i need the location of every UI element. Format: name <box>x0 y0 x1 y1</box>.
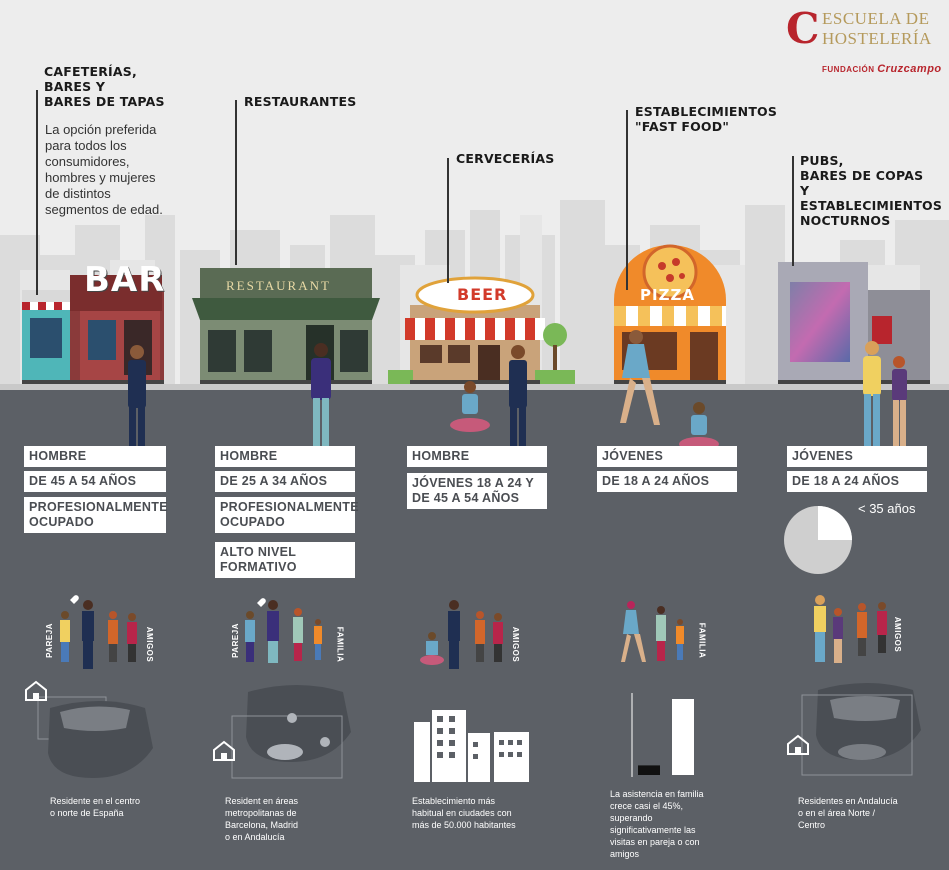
tag-fastfood-segment: JÓVENES <box>597 446 737 467</box>
caption-pubs: Residentes en Andalucía o en el área Nor… <box>798 796 898 830</box>
mini-bar-chart <box>631 693 694 777</box>
tag-cafeterias-age: DE 45 A 54 AÑOS <box>24 471 166 492</box>
logo-line-2: HOSTELERÍA <box>822 29 932 48</box>
woman-walking-figure <box>620 330 660 425</box>
mini-bar-family <box>672 699 694 775</box>
man-suit-figure-1 <box>128 345 146 457</box>
man-casual-figure <box>311 343 331 454</box>
pin-line-pubs <box>792 156 794 266</box>
logo-foundation: FUNDACIÓN Cruzcampo <box>822 63 942 75</box>
bar-building <box>22 275 164 386</box>
tag-cervecerias-gender: HOMBRE <box>407 446 547 467</box>
man-suit-figure-2 <box>509 345 527 457</box>
tag-cafeterias-occupation: PROFESIONALMENTE OCUPADO <box>24 497 168 533</box>
pie-slice-rest <box>818 506 852 540</box>
seated-reader-figure-1 <box>450 381 490 432</box>
tag-restaurantes-education: ALTO NIVEL FORMATIVO <box>215 542 355 578</box>
title-fastfood: Establecimientos "Fast Food" <box>635 104 778 134</box>
tag-pubs-age: DE 18 A 24 AÑOS <box>787 471 927 492</box>
tag-cafeterias-gender: HOMBRE <box>24 446 166 467</box>
tag-fastfood-age: DE 18 A 24 AÑOS <box>597 471 737 492</box>
buildings-icon <box>414 710 529 782</box>
tag-cervecerias-age: JÓVENES 18 A 24 Y DE 45 A 54 AÑOS <box>407 473 547 509</box>
restaurant-building <box>192 268 380 386</box>
title-cafeterias: Cafeterías, bares y bares de tapas <box>44 64 165 109</box>
house-icon-5 <box>787 734 809 755</box>
spain-map-1 <box>37 696 153 778</box>
pin-line-cervecerias <box>447 158 449 283</box>
pizza-sign: PIZZA <box>640 286 695 304</box>
pin-line-restaurantes <box>235 100 237 265</box>
restaurant-sign: RESTAURANT <box>226 278 331 293</box>
house-icon-1 <box>25 680 47 701</box>
spain-map-2 <box>231 685 351 779</box>
spain-map-5 <box>801 683 921 776</box>
beer-sign: BEER <box>457 285 508 304</box>
tag-restaurantes-occupation: PROFESIONALMENTE OCUPADO <box>215 497 359 533</box>
tag-restaurantes-age: DE 25 A 34 AÑOS <box>215 471 355 492</box>
logo-line-1: ESCUELA DE <box>822 9 930 28</box>
pin-line-fastfood <box>626 110 628 290</box>
mini-bar-other <box>638 765 660 775</box>
caption-cervecerias: Establecimiento más habitual en ciudades… <box>412 796 516 830</box>
title-pubs: Pubs, bares de copas y establecimientos … <box>800 153 943 228</box>
pin-line-cafeterias <box>36 90 38 295</box>
tag-pubs-segment: JÓVENES <box>787 446 927 467</box>
pie-label: < 35 años <box>858 501 916 516</box>
street-background <box>0 390 949 870</box>
title-restaurantes: Restaurantes <box>244 94 357 109</box>
desc-cafeterias: La opción preferida para todos los consu… <box>45 122 163 217</box>
logo-mark: C <box>786 4 820 53</box>
tag-restaurantes-gender: HOMBRE <box>215 446 355 467</box>
house-icon-2 <box>213 740 235 761</box>
caption-fastfood: La asistencia en familia crece casi el 4… <box>610 789 704 859</box>
caption-restaurantes: Resident en áreas metropolitanas de Barc… <box>225 796 299 842</box>
logo-fundacion-text: FUNDACIÓN <box>822 65 875 74</box>
bar-sign: BAR <box>84 260 166 300</box>
young-couple-figure <box>863 341 907 452</box>
caption-cafeterias: Residente en el centro o norte de España <box>50 796 141 818</box>
title-cervecerias: Cervecerías <box>456 151 555 166</box>
logo-brand-text: Cruzcampo <box>877 63 942 75</box>
